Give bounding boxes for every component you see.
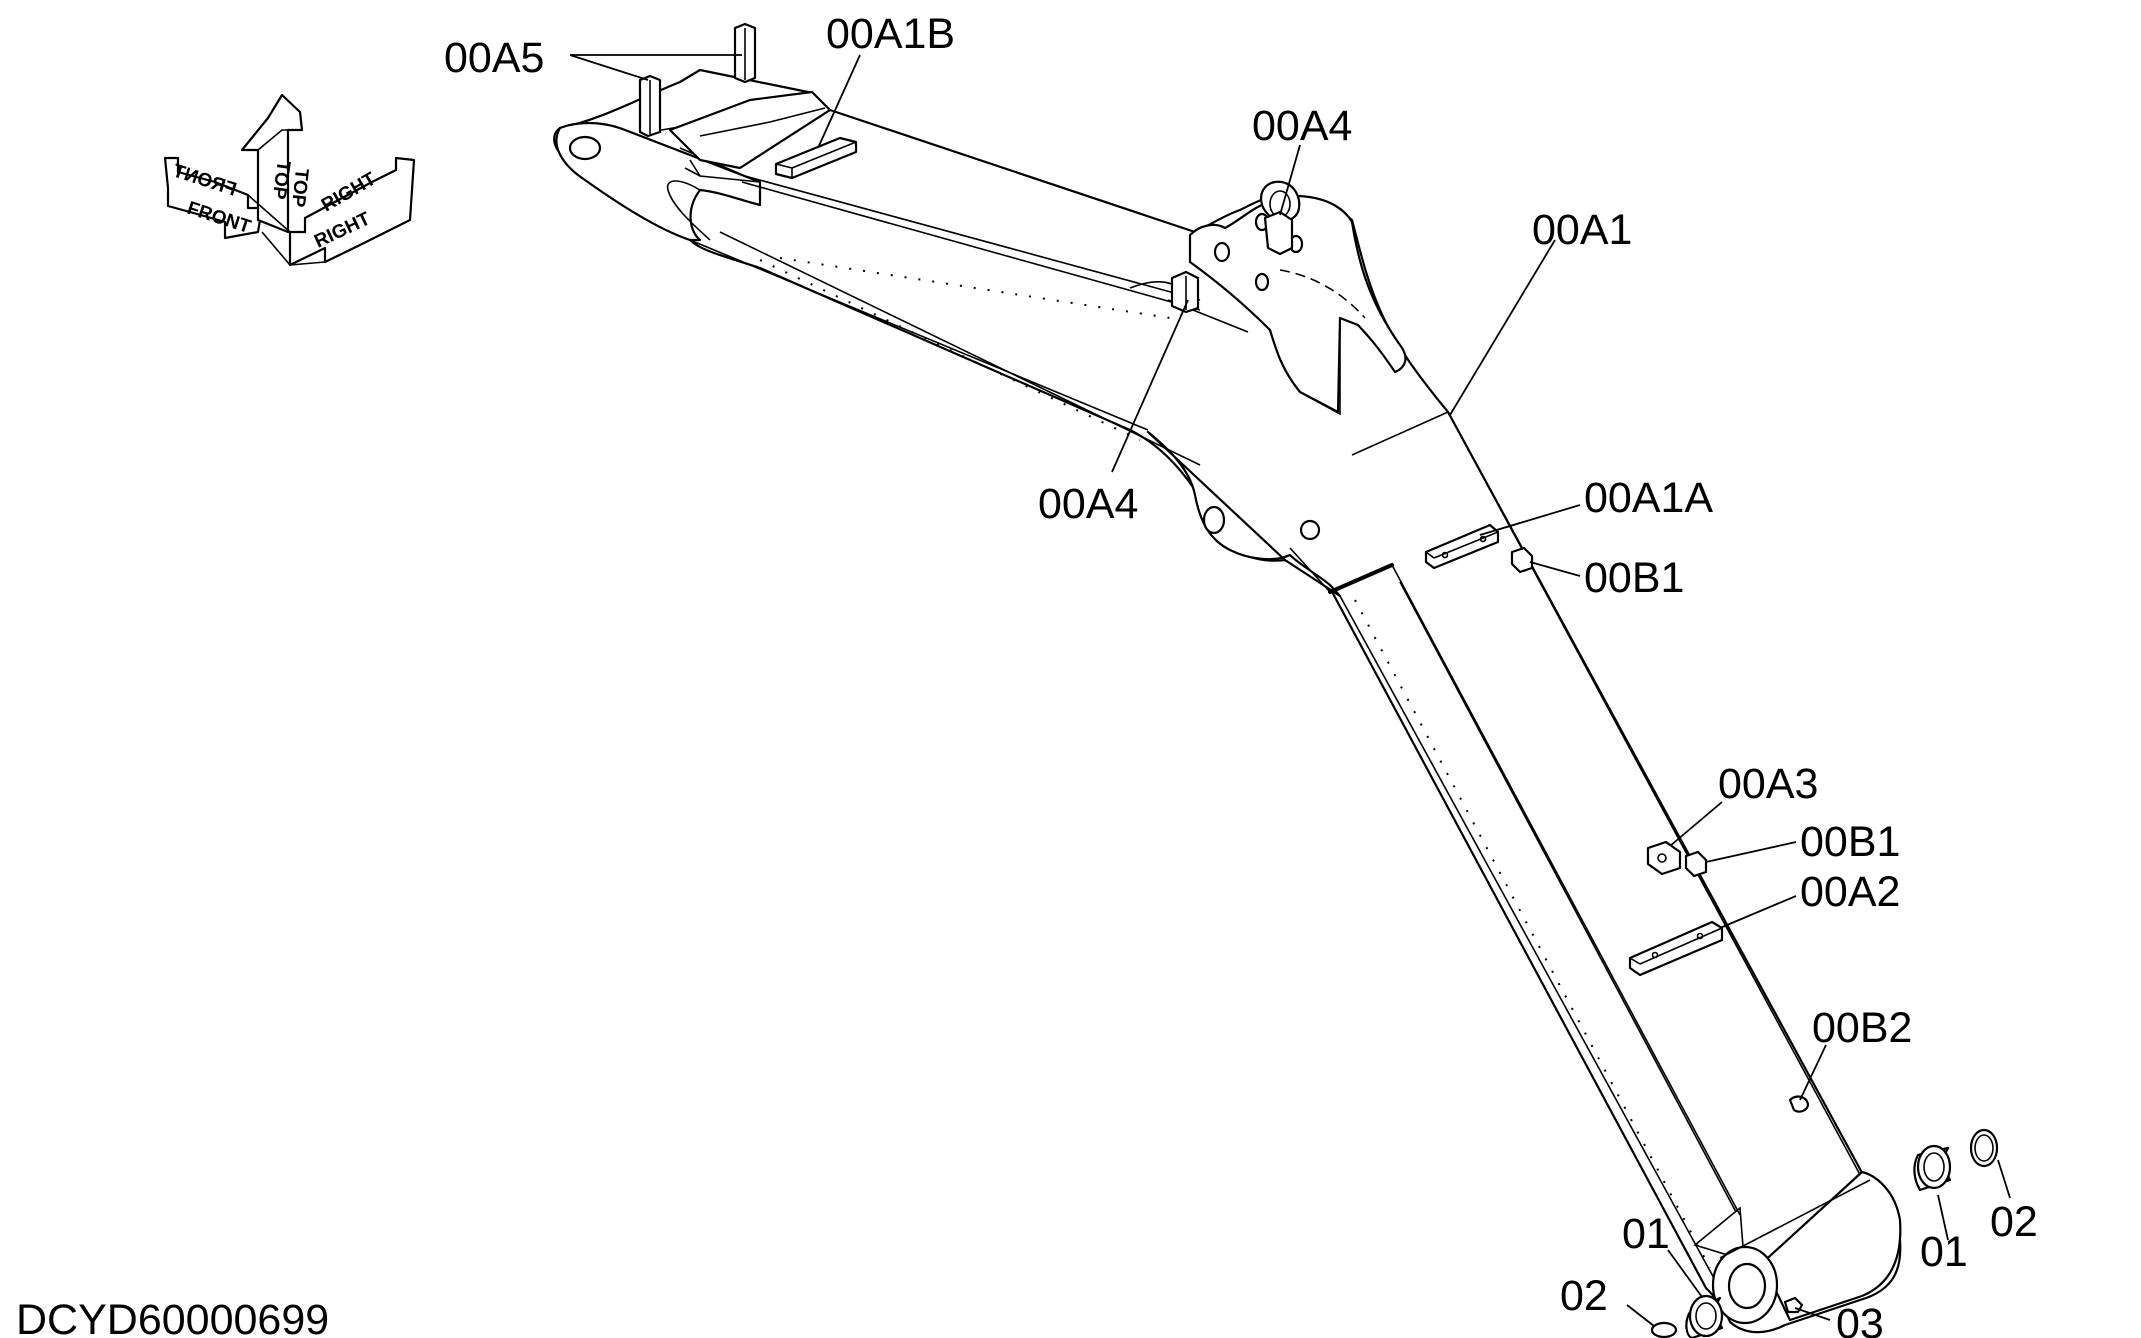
callout-02-left: 02 [1560,1272,1608,1320]
callout-00A2: 00A2 [1800,868,1900,916]
clip-00A4-top-block [1263,210,1294,256]
callout-00B1-lower: 00B1 [1800,818,1900,866]
orientation-indicator: FRONT FRONT TOP TOP RIGHT RIGHT [163,93,416,267]
callout-01-left: 01 [1622,1210,1670,1258]
callout-02-right: 02 [1990,1198,2038,1246]
callout-00A4-top: 00A4 [1252,102,1352,150]
callout-03: 03 [1836,1300,1884,1338]
clip-00B1-lower [1684,850,1708,878]
document-id: DCYD60000699 [16,1296,329,1338]
bushings-seals [1650,1128,1999,1338]
boom-joint-band [1328,563,1394,594]
boom-foot-lug-hole [1202,505,1226,535]
callout-00A1A: 00A1A [1584,474,1713,522]
bracket-hole-1 [1213,241,1231,263]
callout-00B1-upper: 00B1 [1584,554,1684,602]
seal-02-left [1650,1321,1678,1338]
clip-00A4-mid [1170,270,1200,314]
leader-lines [569,54,2011,1327]
callout-00A1B: 00A1B [826,10,955,58]
clip-00B1-upper [1510,546,1534,574]
small-parts [638,22,1810,1314]
boom-nose-ear [555,121,762,242]
boom-boss [1299,519,1321,541]
callout-00A3: 00A3 [1718,760,1818,808]
boom-cylinder-bracket [1188,194,1407,414]
callout-labels: 00A5 00A1B 00A4 00A1 00A4 00A1A 00B1 00A… [444,10,2038,1338]
clip-00A3 [1646,840,1682,876]
right-arrow-face [288,156,416,267]
callout-00B2: 00B2 [1812,1004,1912,1052]
bracket-hole-2 [1254,272,1270,292]
bushing-01-left-face [1688,1294,1724,1338]
callout-00A4-mid: 00A4 [1038,480,1138,528]
callout-00A1: 00A1 [1532,206,1632,254]
callout-01-right: 01 [1920,1228,1968,1276]
nose-top-plate [668,90,832,170]
top-label-rotated: TOP [287,167,312,208]
boom-assembly [553,68,1902,1334]
bushing-01-right-face [1916,1144,1952,1190]
boom-foot-pin-bore-inner [1727,1262,1767,1310]
callout-00A5: 00A5 [444,34,544,82]
boom-nose-pin-hole [568,135,602,161]
fitting-00B2 [1788,1095,1810,1113]
